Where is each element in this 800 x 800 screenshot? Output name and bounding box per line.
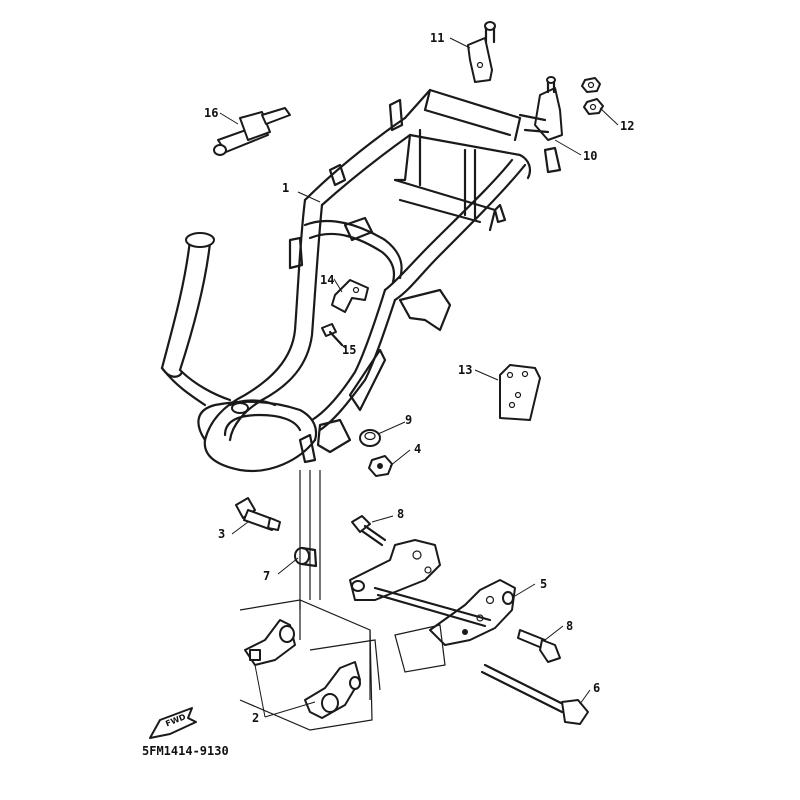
part-7-collar [294, 546, 318, 568]
callout-9: 9 [405, 413, 412, 427]
part-2-links [244, 619, 361, 719]
part-4-nut [368, 455, 393, 477]
part-6-long-bolt [480, 663, 589, 725]
callout-14: 14 [320, 273, 334, 287]
callout-13: 13 [458, 363, 472, 377]
pivot-shaft [373, 586, 492, 622]
callout-1: 1 [282, 181, 289, 195]
leader-lines [219, 37, 619, 718]
part-12-nuts [581, 77, 604, 115]
part-3-bolt [235, 497, 281, 531]
part-5-bracket [429, 579, 516, 646]
callout-12: 12 [620, 119, 634, 133]
callout-10: 10 [583, 149, 597, 163]
callout-3: 3 [218, 527, 225, 541]
callout-5: 5 [540, 577, 547, 591]
part-16-clamp [213, 107, 291, 156]
part-14-bracket [331, 279, 369, 313]
callouts: 1 2 3 4 5 6 7 8 8 9 10 11 12 13 14 15 16 [204, 31, 634, 725]
part-13-plate [499, 364, 541, 421]
callout-16: 16 [204, 106, 218, 120]
assembly-guide-lines [239, 470, 446, 731]
fwd-arrow-icon: FWD [149, 707, 197, 739]
callout-6: 6 [593, 681, 600, 695]
part-10-bracket [518, 76, 563, 141]
callout-7: 7 [263, 569, 270, 583]
part-11-bracket [467, 21, 496, 83]
callout-8-upper: 8 [397, 507, 404, 521]
callout-2: 2 [252, 711, 259, 725]
callout-15: 15 [342, 343, 356, 357]
engine-bracket-left [349, 539, 441, 601]
part-8-bolt-lower [517, 629, 561, 663]
part-8-bolt-upper [351, 515, 387, 547]
part-9-bushing [359, 429, 381, 447]
callout-4: 4 [414, 442, 421, 456]
callout-11: 11 [430, 31, 444, 45]
callout-8-lower: 8 [566, 619, 573, 633]
frame [160, 88, 562, 473]
diagram-code: 5FM1414-9130 [142, 744, 229, 758]
